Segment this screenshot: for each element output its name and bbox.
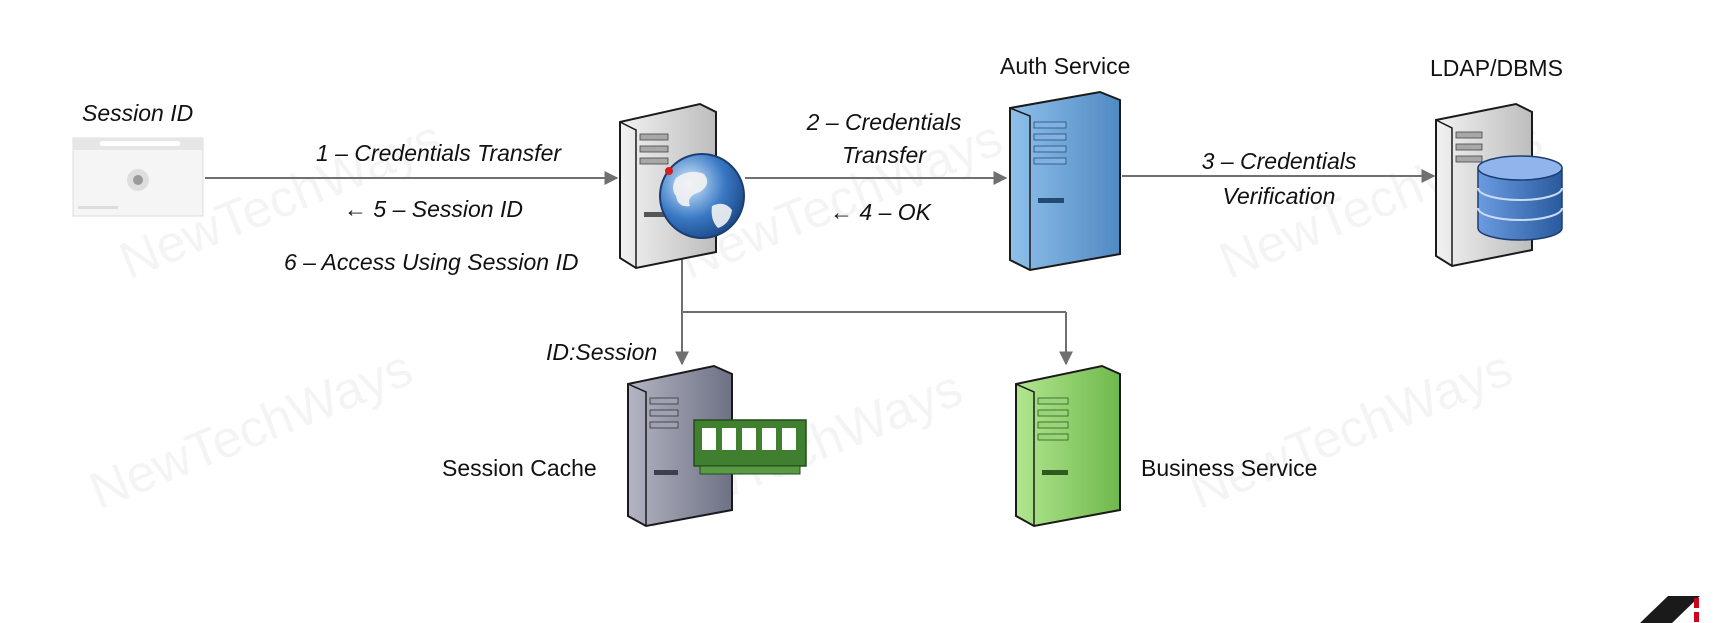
step3-label-line1: 3 – Credentials: [1201, 148, 1357, 174]
ldap-dbms-label: LDAP/DBMS: [1430, 55, 1563, 81]
step3-label-line2: Verification: [1222, 183, 1336, 209]
auth-service-label: Auth Service: [1000, 53, 1131, 79]
brand-mark-icon: [1640, 596, 1700, 623]
browser-icon: [72, 137, 204, 217]
step5-label: ← 5 – Session ID: [344, 196, 523, 222]
ldap-server-icon: [1435, 102, 1563, 268]
auth-server-icon: [1009, 90, 1121, 272]
cache-server-icon: [627, 364, 807, 528]
globe-icon: [659, 153, 745, 239]
step4-label: ← 4 – OK: [830, 199, 931, 225]
id-session-label: ID:Session: [546, 339, 658, 365]
web-gateway-server-icon: [619, 102, 745, 270]
database-icon: [1477, 155, 1563, 241]
business-service-label: Business Service: [1141, 455, 1318, 481]
step6-label: 6 – Access Using Session ID: [284, 249, 579, 275]
step1-label: 1 – Credentials Transfer: [316, 140, 562, 166]
ram-icon: [693, 419, 807, 475]
session-id-title: Session ID: [82, 100, 194, 126]
step2-label-line1: 2 – Credentials: [806, 109, 962, 135]
business-server-icon: [1015, 364, 1121, 528]
session-cache-label: Session Cache: [442, 455, 597, 481]
step2-label-line2: Transfer: [842, 142, 926, 168]
